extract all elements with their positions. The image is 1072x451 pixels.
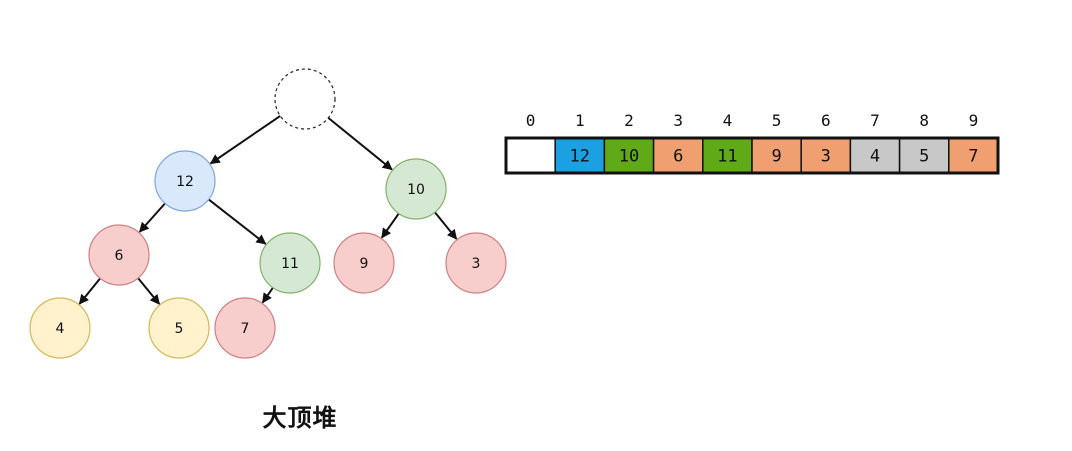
tree-nodes: 12 10 6 11 9 3 4 5 7 <box>29 68 507 359</box>
tree-edge-arrow <box>327 117 393 171</box>
tree-edge-arrow <box>434 211 458 240</box>
array-outline <box>504 136 1000 175</box>
tree-node-circle <box>259 232 321 294</box>
tree-edge-arrow <box>381 212 400 239</box>
array-index-label: 8 <box>919 111 929 130</box>
array-index-label: 2 <box>624 111 634 130</box>
array-cell-value: 5 <box>919 147 929 167</box>
array-cell-value: 4 <box>870 147 880 167</box>
tree-node: 12 <box>154 150 216 212</box>
tree-node: 10 <box>385 158 447 220</box>
array-index-label: 6 <box>821 111 831 130</box>
tree-node-label: 6 <box>115 248 124 264</box>
tree-edge-arrow <box>78 277 101 305</box>
tree-edge-arrow <box>209 115 281 165</box>
diagram-title: 大顶堆 <box>262 403 338 432</box>
tree-node-circle <box>385 158 447 220</box>
array-index-label: 1 <box>575 111 585 130</box>
tree-node-circle <box>333 232 395 294</box>
tree-node-label: 9 <box>360 256 369 272</box>
tree-edge-arrow <box>138 202 166 233</box>
tree-node: 6 <box>88 224 150 286</box>
array-cell <box>751 137 802 174</box>
tree-node-circle <box>214 297 276 359</box>
array-cell-value: 11 <box>717 147 737 167</box>
array-cell <box>702 137 753 174</box>
tree-node-circle <box>29 297 91 359</box>
array-cell <box>554 137 606 174</box>
array-index-label: 7 <box>870 111 880 130</box>
array-cell-value: 10 <box>619 147 639 167</box>
array-cell <box>505 137 556 174</box>
array-cell-value: 9 <box>771 147 781 167</box>
array-cell-value: 3 <box>821 147 831 167</box>
tree-node: 4 <box>29 297 91 359</box>
tree-edges <box>78 115 458 305</box>
array-index-label: 4 <box>723 111 733 130</box>
tree-node-label: 12 <box>176 174 194 190</box>
array-cell-value: 7 <box>968 147 978 167</box>
tree-edge-arrow <box>137 277 161 305</box>
tree-node: 5 <box>148 297 210 359</box>
tree-node-label: 3 <box>472 256 481 272</box>
tree-node: 11 <box>259 232 321 294</box>
tree-node-label: 4 <box>56 321 65 337</box>
tree-root-placeholder <box>274 68 336 130</box>
tree-edge-arrow <box>261 287 274 304</box>
array-cell-value: 12 <box>570 147 590 167</box>
tree-edge-arrow <box>208 198 267 245</box>
tree-node: 9 <box>333 232 395 294</box>
tree-node: 3 <box>445 232 507 294</box>
tree-node-circle <box>445 232 507 294</box>
array-index-label: 3 <box>673 111 683 130</box>
array-index-label: 9 <box>969 111 979 130</box>
tree-node-circle <box>154 150 216 212</box>
tree-node-circle <box>88 224 150 286</box>
tree-node-label: 10 <box>407 182 425 198</box>
array-index-label: 0 <box>526 111 536 130</box>
tree-node-circle <box>148 297 210 359</box>
array-index-label: 5 <box>772 111 782 130</box>
tree-node-circle <box>274 68 336 130</box>
array-cell-value: 6 <box>673 147 683 167</box>
tree-node: 7 <box>214 297 276 359</box>
tree-node-label: 5 <box>175 321 184 337</box>
tree-node-label: 11 <box>281 256 299 272</box>
tree-node-label: 7 <box>241 321 250 337</box>
